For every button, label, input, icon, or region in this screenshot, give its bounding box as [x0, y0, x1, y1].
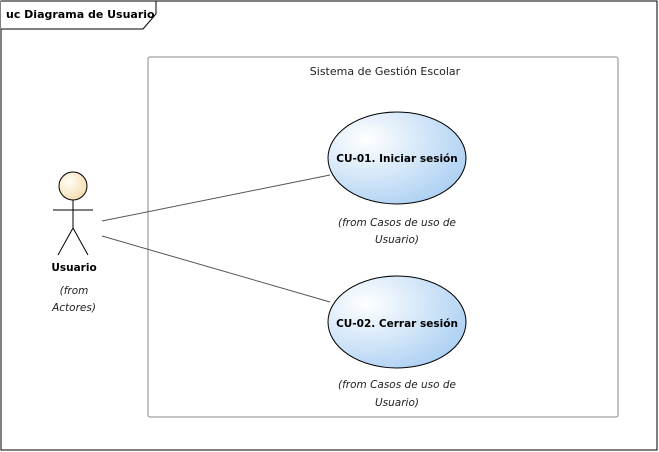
use-case-origin-line1-iniciar-sesion: (from Casos de uso de: [338, 217, 456, 229]
use-case-origin-line2-iniciar-sesion: Usuario): [375, 234, 419, 246]
system-boundary-title: Sistema de Gestión Escolar: [310, 65, 461, 78]
actor-right-leg: [72, 227, 89, 256]
use-case-cerrar-sesion[interactable]: [327, 275, 467, 369]
actor-origin-line2: Actores): [51, 302, 96, 314]
frame-title: uc Diagrama de Usuario: [6, 8, 155, 21]
actor-origin-line1: (from: [60, 285, 89, 297]
association-line-login: [101, 174, 331, 222]
use-case-origin-line1-cerrar-sesion: (from Casos de uso de: [338, 379, 456, 391]
actor-usuario[interactable]: [53, 171, 93, 256]
system-boundary: [147, 56, 619, 418]
frame-title-tab: [1, 0, 157, 30]
actor-left-leg: [57, 227, 74, 256]
association-line-logout: [101, 235, 331, 303]
actor-head: [58, 171, 88, 201]
actor-name: Usuario: [51, 262, 96, 274]
use-case-origin-line2-cerrar-sesion: Usuario): [375, 397, 419, 409]
use-case-label-iniciar-sesion: CU-01. Iniciar sesión: [336, 153, 457, 165]
use-case-iniciar-sesion[interactable]: [327, 111, 467, 205]
use-case-label-cerrar-sesion: CU-02. Cerrar sesión: [336, 318, 458, 330]
